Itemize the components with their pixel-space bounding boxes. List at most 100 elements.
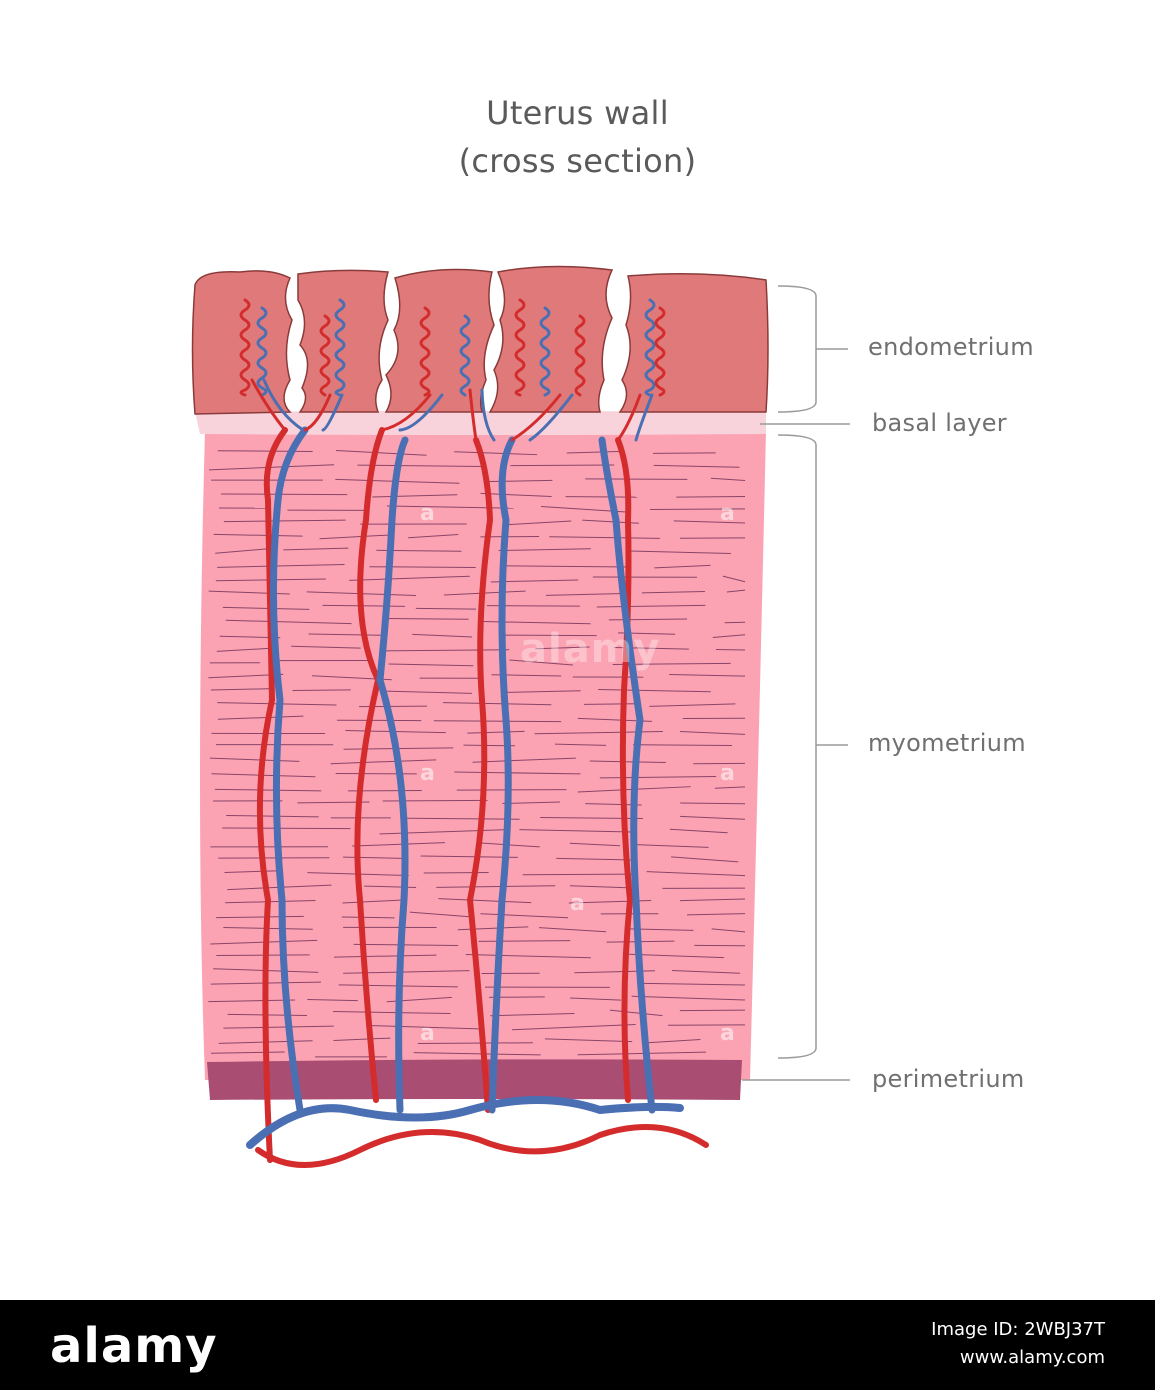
muscle-fiber	[502, 801, 561, 805]
muscle-fiber	[669, 674, 746, 677]
muscle-fiber	[307, 998, 358, 1002]
myometrium-bracket	[777, 434, 848, 1059]
endometrium-bracket	[777, 285, 848, 413]
muscle-fiber	[599, 776, 717, 779]
muscle-fiber	[679, 898, 746, 902]
muscle-fiber	[379, 829, 508, 835]
watermark-mark: a	[420, 1021, 435, 1046]
muscle-fiber	[544, 1038, 633, 1043]
muscle-fiber	[598, 689, 711, 693]
label-basal-layer: basal layer	[872, 409, 1007, 437]
label-brackets	[742, 285, 850, 1081]
muscle-fiber	[502, 690, 581, 693]
muscle-fibers	[208, 449, 746, 1058]
branch-vein-5	[528, 393, 574, 442]
capillary-1	[239, 298, 251, 397]
muscle-fiber	[222, 827, 351, 830]
muscle-fiber	[608, 618, 688, 621]
muscle-fiber	[502, 520, 572, 526]
muscle-fiber	[454, 451, 538, 456]
muscle-fiber	[671, 970, 740, 974]
muscle-fiber	[472, 757, 576, 763]
artery-bottom	[255, 1124, 709, 1168]
endometrium-fold-5	[618, 273, 769, 413]
muscle-fiber	[680, 802, 746, 805]
muscle-fiber	[519, 829, 633, 833]
muscle-fiber	[330, 759, 437, 765]
watermark-mark: a	[720, 501, 735, 526]
muscle-fiber	[686, 913, 746, 916]
title-line-1: Uterus wall	[486, 94, 669, 132]
muscle-fiber	[714, 786, 746, 789]
muscle-fiber	[627, 550, 731, 554]
muscle-fiber	[443, 702, 552, 706]
muscle-fiber	[352, 842, 446, 847]
muscle-fiber	[554, 743, 607, 746]
muscle-fiber	[653, 464, 740, 468]
branch-artery-3	[380, 393, 432, 432]
muscle-fiber	[283, 547, 349, 551]
capillary-10	[644, 298, 656, 397]
artery-4	[615, 437, 634, 1103]
muscle-fiber	[349, 575, 470, 581]
muscle-fiber	[467, 730, 525, 734]
muscle-fiber	[643, 982, 746, 986]
muscle-fiber	[210, 688, 273, 691]
muscle-fiber	[641, 591, 705, 594]
vein-3	[488, 436, 516, 1114]
muscle-fiber	[650, 508, 746, 511]
capillary-4	[334, 298, 346, 397]
footer-logo: alamy	[50, 1318, 218, 1374]
muscle-fiber	[589, 760, 666, 764]
muscle-fiber	[454, 771, 581, 775]
muscle-fiber	[214, 788, 322, 792]
muscle-fiber	[222, 606, 310, 610]
muscle-fiber	[413, 1052, 541, 1056]
muscle-fiber	[406, 817, 520, 820]
muscle-fiber	[382, 799, 488, 802]
branch-vein-3	[398, 393, 444, 432]
muscle-fiber	[679, 1009, 746, 1012]
muscle-fiber	[381, 649, 510, 652]
muscle-fiber	[386, 505, 514, 509]
vein-4	[598, 436, 656, 1114]
muscle-fiber	[509, 659, 573, 666]
capillary-3	[319, 314, 331, 397]
label-myometrium: myometrium	[868, 729, 1026, 757]
muscle-fiber	[353, 943, 459, 946]
muscle-fiber	[712, 634, 746, 639]
muscle-fiber	[609, 1009, 663, 1017]
muscle-fiber	[220, 493, 348, 496]
muscle-fiber	[522, 873, 634, 876]
muscle-fiber	[341, 916, 395, 919]
footer-site: www.alamy.com	[959, 1347, 1105, 1368]
vein-2	[376, 436, 409, 1114]
muscle-fiber	[319, 534, 394, 540]
center-watermark: alamy	[520, 626, 661, 672]
muscle-fiber	[710, 477, 746, 481]
endometrium-fold-3	[384, 268, 495, 413]
footer-image-id: Image ID: 2WBJ37T	[931, 1319, 1105, 1340]
muscle-fiber	[208, 464, 335, 471]
muscle-fiber	[335, 449, 427, 456]
branch-vein-6	[634, 393, 654, 442]
watermark-mark: a	[420, 761, 435, 786]
muscle-fiber	[225, 619, 352, 625]
muscle-fiber	[333, 1011, 451, 1015]
branch-artery-4	[468, 388, 478, 442]
endometrium-fold-4	[488, 265, 614, 413]
capillary-11	[654, 306, 666, 397]
vein-1	[269, 426, 309, 1114]
muscle-fiber	[680, 730, 746, 735]
muscle-fiber	[596, 604, 706, 608]
muscle-fiber	[217, 715, 304, 720]
muscle-fiber	[478, 940, 571, 942]
muscle-fiber	[217, 450, 313, 452]
muscle-fiber	[226, 814, 319, 818]
perimetrium-layer	[207, 1059, 742, 1100]
muscle-fiber	[216, 915, 304, 919]
muscle-fiber	[291, 645, 361, 649]
watermark-mark: a	[420, 501, 435, 526]
muscle-fiber	[566, 450, 623, 454]
